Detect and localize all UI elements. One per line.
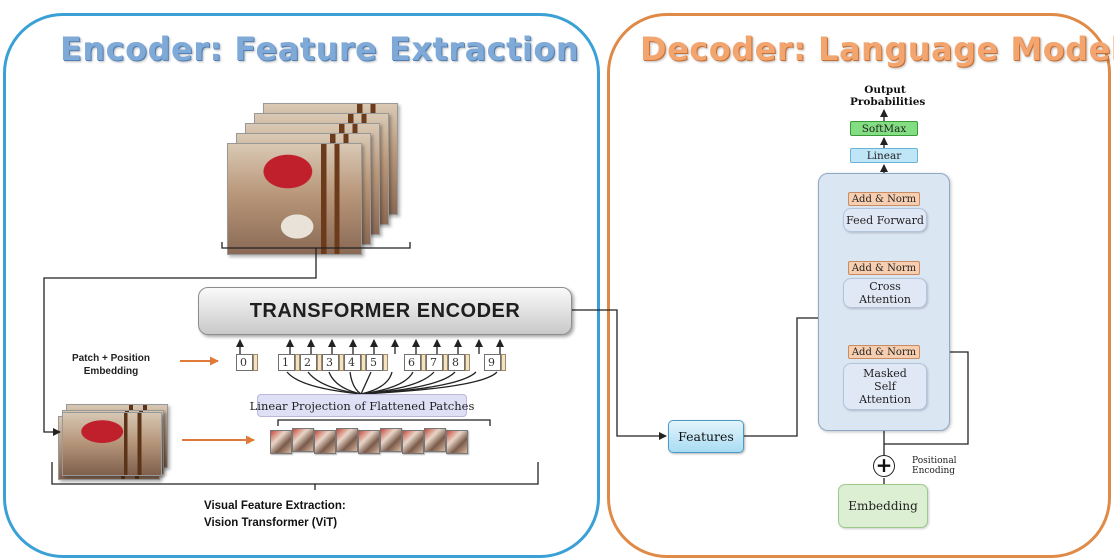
- token-6: 6: [404, 354, 421, 371]
- add-norm-box-top: Add & Norm: [848, 192, 920, 206]
- transformer-encoder-box: TRANSFORMER ENCODER: [198, 287, 572, 335]
- image-patch: [314, 430, 336, 454]
- token-8: 8: [448, 354, 465, 371]
- position-embedding: [361, 354, 366, 371]
- cross-attention-box: Cross Attention: [843, 278, 927, 308]
- add-norm-box-bottom: Add & Norm: [848, 345, 920, 359]
- features-box: Features: [668, 420, 744, 453]
- encoder-title: Encoder: Feature Extraction: [60, 30, 580, 68]
- position-embedding: [443, 354, 448, 371]
- image-patch: [446, 430, 468, 454]
- position-embedding: [501, 354, 506, 371]
- token-1: 1: [278, 354, 295, 371]
- token-4: 4: [344, 354, 361, 371]
- token-2: 2: [300, 354, 317, 371]
- input-frame: [62, 412, 162, 476]
- position-embedding: [295, 354, 300, 371]
- image-patch: [270, 430, 292, 454]
- position-embedding: [339, 354, 344, 371]
- softmax-box: SoftMax: [850, 121, 918, 136]
- linear-box: Linear: [850, 148, 918, 163]
- position-embedding: [421, 354, 426, 371]
- token-0: 0: [236, 354, 253, 371]
- position-embedding: [465, 354, 470, 371]
- image-patch: [292, 428, 314, 452]
- patch-position-embedding-label: Patch + Position Embedding: [71, 353, 151, 377]
- position-embedding: [383, 354, 388, 371]
- token-9: 9: [484, 354, 501, 371]
- masked-self-attention-box: Masked Self Attention: [843, 363, 927, 410]
- output-probabilities-label: Output Probabilities: [850, 84, 926, 108]
- positional-add-icon: +: [873, 455, 895, 477]
- linear-projection-box: Linear Projection of Flattened Patches: [250, 394, 474, 417]
- vit-label: Visual Feature Extraction: Vision Transf…: [204, 498, 424, 532]
- token-3: 3: [322, 354, 339, 371]
- decoder-title: Decoder: Language Model: [640, 30, 1114, 68]
- position-embedding: [317, 354, 322, 371]
- feed-forward-box: Feed Forward: [843, 208, 927, 232]
- positional-encoding-label: Positional Encoding: [912, 456, 957, 476]
- image-patch: [336, 428, 358, 452]
- embedding-box: Embedding: [838, 484, 928, 528]
- image-patch: [424, 428, 446, 452]
- video-frame: [227, 143, 362, 255]
- position-embedding: [253, 354, 258, 371]
- add-norm-box-middle: Add & Norm: [848, 261, 920, 275]
- image-patch: [402, 430, 424, 454]
- image-patch: [358, 430, 380, 454]
- vision-transformer-text: Vision Transformer (ViT): [204, 517, 338, 529]
- token-5: 5: [366, 354, 383, 371]
- token-7: 7: [426, 354, 443, 371]
- image-patch: [380, 428, 402, 452]
- visual-feature-extraction-text: Visual Feature Extraction:: [204, 500, 346, 512]
